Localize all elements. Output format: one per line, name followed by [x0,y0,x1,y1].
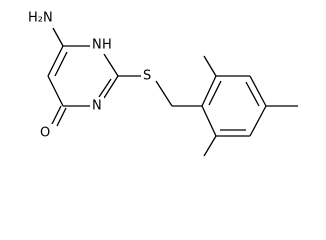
ring-nh-h-label: H [102,38,112,53]
bond-c2-n3-inner [98,78,112,98]
bond-ar1-ar2-inner [208,80,222,106]
bond-s-ch2 [155,80,173,107]
amino-label: H₂N [28,11,53,26]
bond-c4-o [51,105,62,125]
bond-ar4-ar5 [249,105,267,137]
bond-ar3-ar4-inner [245,81,260,107]
chemical-structure-diagram: H₂N N H N S O [26,9,298,157]
bond-methyl-bottom [203,135,217,157]
atom-ring-n: N [90,97,104,115]
bond-c4-c5 [47,75,64,107]
bond-c5-c6 [47,45,64,77]
bond-ar1-ar2 [201,75,217,107]
atom-amino: H₂N [26,9,56,27]
bond-methyl-top [203,55,217,77]
ring-nh-n-label: N [92,38,102,53]
bond-n1-c2 [103,53,119,77]
atom-carbonyl-oxygen: O [38,124,53,142]
bond-ar3-ar4 [249,75,267,107]
oxygen-label: O [40,126,50,141]
bond-c2-n3 [103,75,119,99]
bond-ar6-ar1 [201,105,217,137]
ring-n-label: N [92,99,102,114]
sulfur-label: S [143,69,151,84]
bond-c4-o-second [56,107,67,127]
atom-sulfur: S [141,67,155,85]
atom-ring-nh: N H [90,36,116,54]
bond-c5-c6-inner [54,51,68,77]
bond-c6-nh2 [52,27,64,47]
